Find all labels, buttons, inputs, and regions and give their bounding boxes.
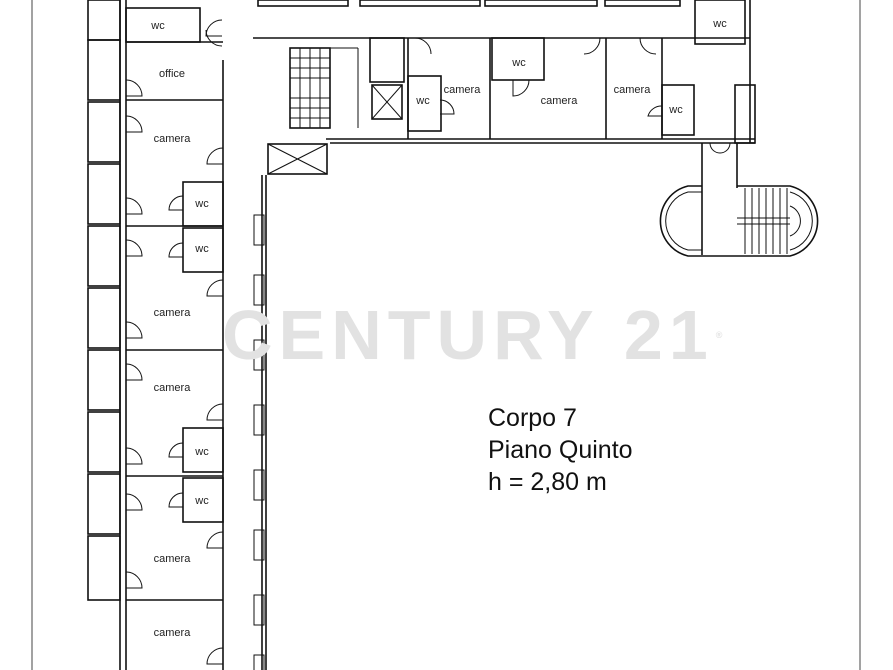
room-label-office: office (159, 68, 185, 80)
left-balcony-strip (87, 0, 121, 601)
building-label: Corpo 7 (488, 404, 577, 432)
room-label-camera: camera (541, 95, 579, 107)
room-label-wc: wc (194, 198, 209, 210)
room-labels: wc office camera wc wc camera camera wc wc camera… (150, 18, 727, 639)
stair-tower (659, 142, 819, 257)
floor-label: Piano Quinto (488, 436, 633, 464)
room-label-wc: wc (194, 495, 209, 507)
room-label-wc: wc (415, 95, 430, 107)
room-label-wc: wc (668, 104, 683, 116)
room-label-wc: wc (194, 243, 209, 255)
top-wing-walls (253, 0, 756, 175)
room-label-camera: camera (154, 627, 192, 639)
room-label-wc: wc (150, 20, 165, 32)
left-wing-walls (119, 0, 224, 670)
room-label-wc: wc (511, 57, 526, 69)
room-label-camera: camera (154, 133, 192, 145)
floor-info-block: Corpo 7 Piano Quinto h = 2,80 m (488, 402, 633, 498)
room-label-camera: camera (444, 84, 482, 96)
room-label-camera: camera (614, 84, 652, 96)
room-label-wc: wc (712, 18, 727, 30)
room-label-camera: camera (154, 382, 192, 394)
room-label-camera: camera (154, 553, 192, 565)
watermark-text: CENTURY 21 (222, 296, 714, 374)
century21-watermark: CENTURY 21® (222, 300, 722, 370)
ceiling-height-label: h = 2,80 m (488, 468, 607, 496)
corridor-inner-wall (253, 175, 267, 670)
room-label-camera: camera (154, 307, 192, 319)
registered-mark: ® (715, 330, 723, 340)
room-label-wc: wc (194, 446, 209, 458)
